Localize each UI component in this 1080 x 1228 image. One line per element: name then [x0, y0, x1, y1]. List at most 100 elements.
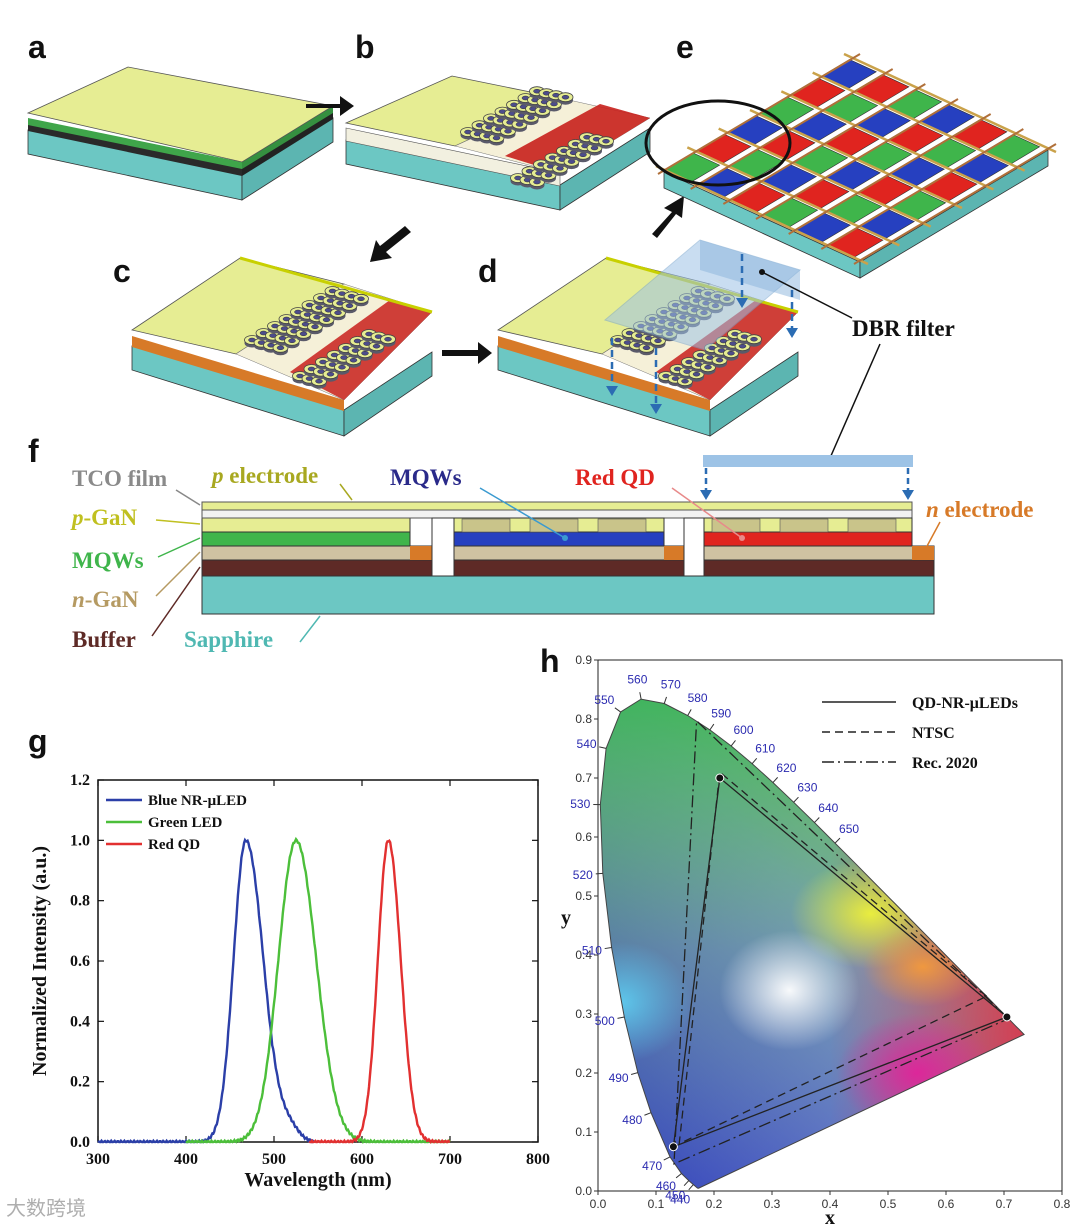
gamut-vertex [668, 1142, 678, 1152]
label-tco-film: TCO film [72, 466, 167, 491]
panel-label-e: e [676, 29, 694, 65]
wavelength-tick [617, 1016, 625, 1019]
wavelength-label: 530 [570, 797, 590, 811]
spectra-legend-label: Blue NR-μLED [148, 793, 247, 809]
wavelength-tick [687, 709, 692, 716]
cie-xtick-label: 0.5 [880, 1197, 897, 1211]
wavelength-label: 480 [622, 1113, 642, 1127]
row-electrode [657, 53, 861, 175]
dbr-filter-label: DBR filter [852, 316, 955, 341]
spectra-ylabel: Normalized Intensity (a.u.) [29, 846, 51, 1076]
pgan-layer [201, 517, 411, 533]
panel-label-d: d [478, 253, 498, 289]
cie-color-gamut [600, 699, 1025, 1189]
cie-xlabel: x [825, 1207, 835, 1228]
wavelength-label: 500 [595, 1014, 615, 1028]
panel-label-a: a [28, 29, 46, 65]
cie-xtick-label: 0.2 [706, 1197, 723, 1211]
row-electrode [722, 83, 926, 205]
wavelength-label: 600 [734, 723, 754, 737]
nanoring-core [338, 364, 346, 370]
n-electrode [912, 546, 934, 560]
wavelength-tick [675, 1173, 682, 1179]
wavelength-label: 580 [688, 691, 708, 705]
wavelength-label: 590 [711, 706, 731, 720]
gamut-vertex [1002, 1012, 1012, 1022]
wavelength-tick [793, 796, 799, 803]
panel-c-device [131, 256, 433, 437]
nanoring-core [727, 350, 735, 356]
panel-a-device [26, 66, 335, 201]
watermark-text: 大数跨境 [6, 1196, 86, 1220]
label-mqws-left: MQWs [72, 548, 144, 573]
nanoring-core [384, 336, 392, 342]
cross-section [201, 455, 935, 615]
nanoring-core [715, 357, 724, 363]
wavelength-tick [595, 872, 603, 875]
label-p-electrode: p electrode [210, 463, 318, 488]
label-n-gan: n-GaN [72, 587, 139, 612]
wavelength-tick [730, 740, 736, 747]
spectra-xtick-label: 500 [262, 1151, 286, 1168]
nanoring-core [361, 350, 369, 356]
nanoring-core [642, 345, 651, 351]
wavelength-tick [639, 692, 642, 700]
cie-legend-label: NTSC [912, 725, 955, 742]
spectra-ytick-label: 1.0 [70, 832, 90, 849]
spectra-ytick-label: 0.4 [70, 1013, 90, 1030]
arrow-a-to-b [306, 96, 354, 116]
cie-ytick-label: 0.4 [575, 948, 592, 962]
row-electrode [853, 143, 1057, 265]
spectra-xtick-label: 800 [526, 1151, 550, 1168]
arrow-c-to-d [442, 342, 492, 364]
nanoring-core [704, 364, 712, 370]
ngan-layer [201, 545, 935, 561]
dbr-filter-bar [703, 455, 913, 467]
panel-label-b: b [355, 29, 375, 65]
wavelength-label: 470 [642, 1159, 662, 1173]
cie-ytick-label: 0.5 [575, 889, 592, 903]
nanoring-core [288, 338, 296, 344]
cie-xtick-label: 0.6 [938, 1197, 955, 1211]
row-electrode [755, 98, 959, 220]
panel-b-device [344, 75, 651, 211]
mqws-layer [201, 531, 411, 547]
wavelength-label: 550 [594, 693, 614, 707]
wavelength-label: 640 [818, 801, 838, 815]
spectra-ytick-label: 1.2 [70, 772, 90, 789]
arrow-b-to-c [370, 226, 411, 262]
wavelength-label: 540 [577, 737, 597, 751]
dbr-callout-line-2 [829, 343, 881, 459]
spectra-xtick-label: 600 [350, 1151, 374, 1168]
nanoring-core [322, 317, 331, 323]
wavelength-tick [688, 1184, 694, 1191]
nanoring-core [357, 296, 365, 302]
nanoring-core [326, 371, 335, 377]
spectra-ytick-label: 0.8 [70, 893, 90, 910]
spectra-ytick-label: 0.6 [70, 953, 90, 970]
label-red-qd: Red QD [575, 465, 655, 490]
wavelength-label: 610 [755, 742, 775, 756]
spectra-xtick-label: 700 [438, 1151, 462, 1168]
wavelength-tick [772, 777, 779, 783]
tco-layer [201, 509, 913, 519]
nanoring-core [654, 338, 662, 344]
cie-xtick-label: 0.4 [822, 1197, 839, 1211]
wavelength-label: 520 [573, 868, 593, 882]
cie-xtick-label: 0.0 [590, 1197, 607, 1211]
wavelength-label: 510 [582, 944, 602, 958]
row-electrode [690, 68, 894, 190]
cie-ytick-label: 0.7 [575, 771, 592, 785]
dbr-callout-line [761, 271, 853, 319]
wavelength-label: 630 [797, 781, 817, 795]
cie-ytick-label: 0.2 [575, 1066, 592, 1080]
gamut-triangle-rec2020 [673, 719, 1010, 1165]
wavelength-tick [834, 837, 841, 844]
wavelength-tick [604, 947, 612, 950]
wavelength-tick [599, 746, 607, 749]
spectrum-line-red [308, 839, 451, 1144]
nanoring-core [345, 303, 354, 309]
